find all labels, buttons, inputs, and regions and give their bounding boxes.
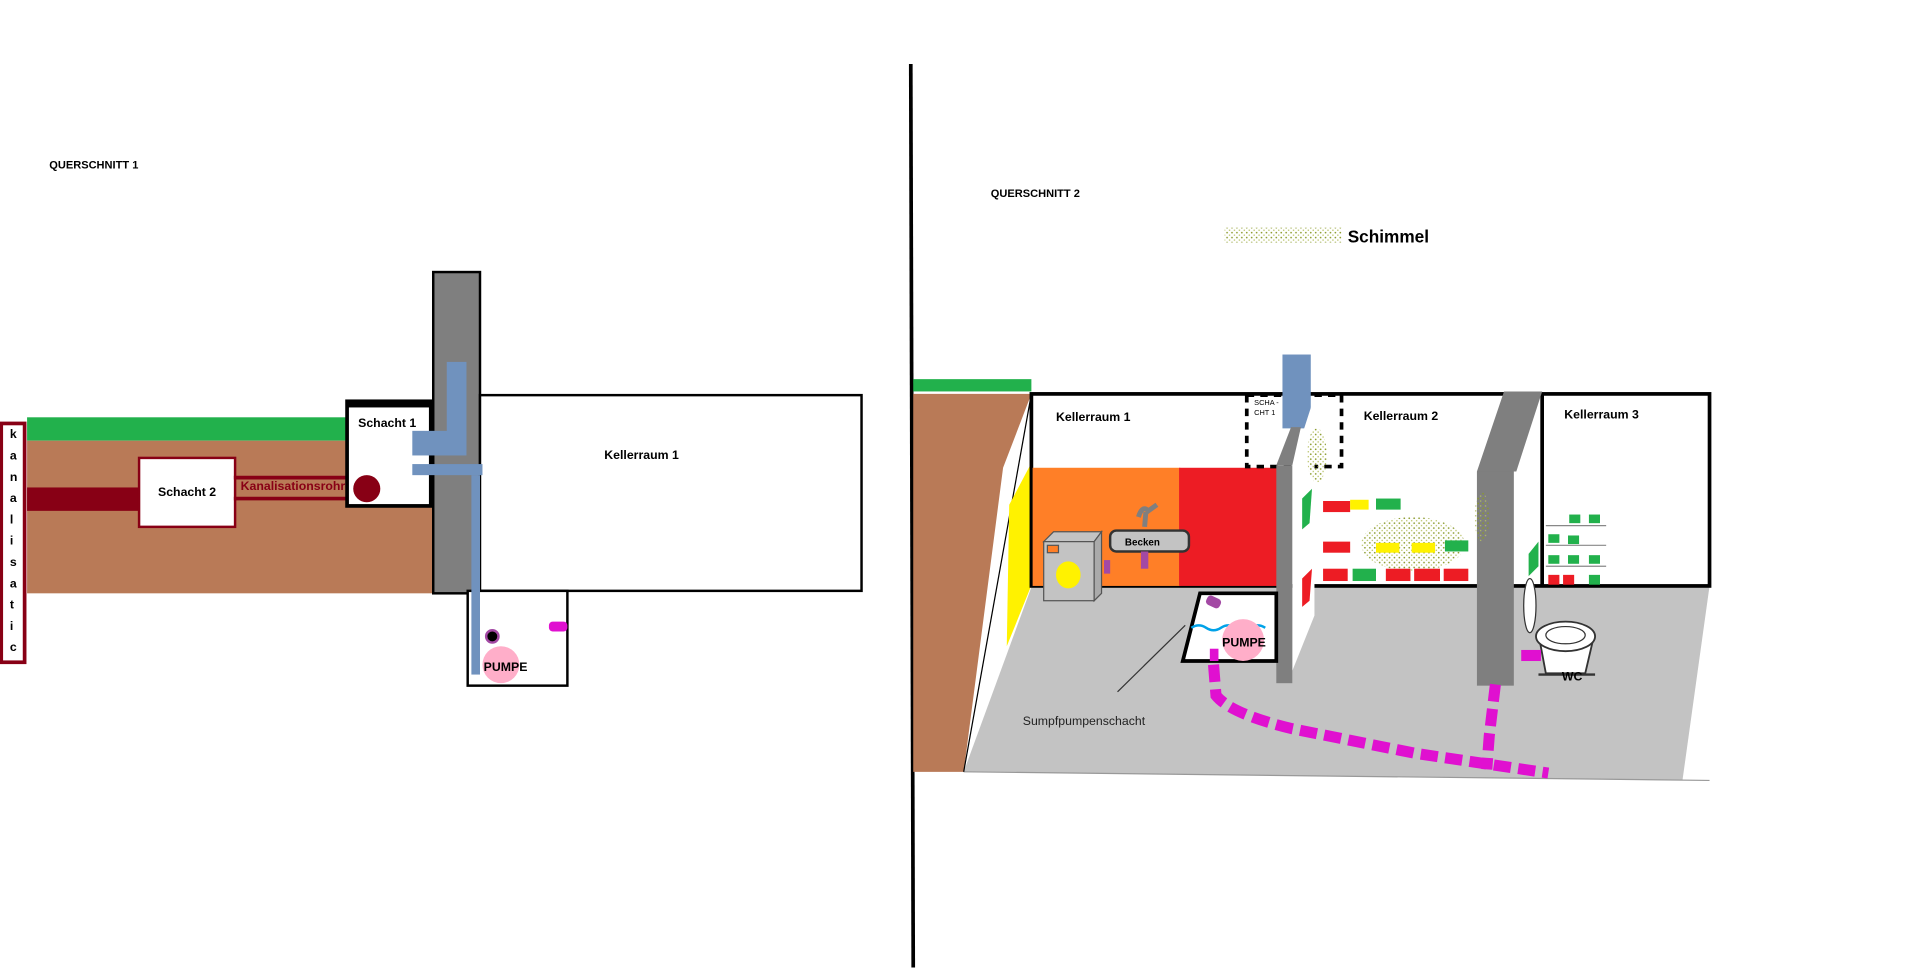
purple-pipe: [1104, 560, 1111, 574]
kellerraum-1-label: Kellerraum 1: [1056, 410, 1131, 424]
kanalisationsrohr: Kanalisationsrohr: [233, 475, 349, 501]
kanalisation-letter: i: [10, 534, 13, 548]
kanalisation-letter: t: [10, 598, 14, 612]
pump-pit-section1: PUMPE: [466, 589, 569, 687]
section-divider: [908, 64, 916, 968]
drain-pipe-magenta: [1208, 664, 1550, 779]
svg-text:Kanalisationsrohr: Kanalisationsrohr: [241, 479, 346, 493]
sink: Becken: [1108, 502, 1191, 569]
kanalisation-letter: s: [10, 555, 17, 569]
drain-pipe-blue: [412, 361, 483, 675]
schacht-2: Schacht 2: [137, 456, 237, 529]
svg-text:Schacht 1: Schacht 1: [358, 416, 416, 430]
kanalisation-letter: n: [10, 470, 18, 484]
sump-pump-pit: PUMPE: [1180, 591, 1279, 663]
svg-text:Schimmel: Schimmel: [1348, 226, 1429, 246]
svg-text:Schacht 2: Schacht 2: [158, 485, 216, 499]
kanalisation-letter: k: [10, 427, 17, 441]
kellerraum-1-section1: Kellerraum 1: [478, 393, 863, 593]
svg-text:CHT 1: CHT 1: [1254, 408, 1275, 417]
pipe-opening: [353, 475, 381, 503]
section2-title: QUERSCHNITT 2: [991, 188, 1080, 200]
kanalisation-letter: a: [10, 449, 17, 463]
svg-text:SCHA -: SCHA -: [1254, 398, 1279, 407]
sump-label: Sumpfpumpenschacht: [1023, 624, 1186, 728]
shelves-room3: [1545, 514, 1607, 585]
kanalisation-letter: a: [10, 576, 17, 590]
washing-machine: [1042, 529, 1103, 603]
grass-layer: [27, 417, 348, 441]
svg-text:WC: WC: [1562, 670, 1583, 684]
mold-legend: Schimmel: [1224, 226, 1429, 247]
soil-layer-2: [913, 393, 1032, 772]
kellerraum-3-label: Kellerraum 3: [1564, 408, 1639, 422]
sewer-pipe: [27, 487, 141, 511]
wall-markers-room2: [1323, 498, 1469, 582]
svg-text:Becken: Becken: [1125, 537, 1160, 548]
kanalisation-letter: c: [10, 640, 17, 654]
floor: [963, 585, 1710, 781]
kanalisation-letter: l: [10, 512, 13, 526]
svg-text:Sumpfpumpenschacht: Sumpfpumpenschacht: [1023, 714, 1146, 728]
wall-red: [1179, 467, 1278, 586]
section1-title: QUERSCHNITT 1: [49, 160, 138, 172]
kanalisation-letter: i: [10, 619, 13, 633]
svg-text:PUMPE: PUMPE: [1222, 635, 1266, 649]
svg-text:Kellerraum 1: Kellerraum 1: [604, 448, 679, 462]
svg-text:PUMPE: PUMPE: [484, 660, 528, 674]
kellerraum-2-label: Kellerraum 2: [1364, 409, 1439, 423]
drain-pipe-blue-2: [1282, 354, 1311, 429]
mold-swatch: [1224, 227, 1342, 243]
side-wall-yellow: [1006, 465, 1031, 647]
grass-layer-2: [913, 379, 1032, 392]
kanalisation-letter: a: [10, 491, 17, 505]
toilet: WC: [1521, 577, 1597, 684]
